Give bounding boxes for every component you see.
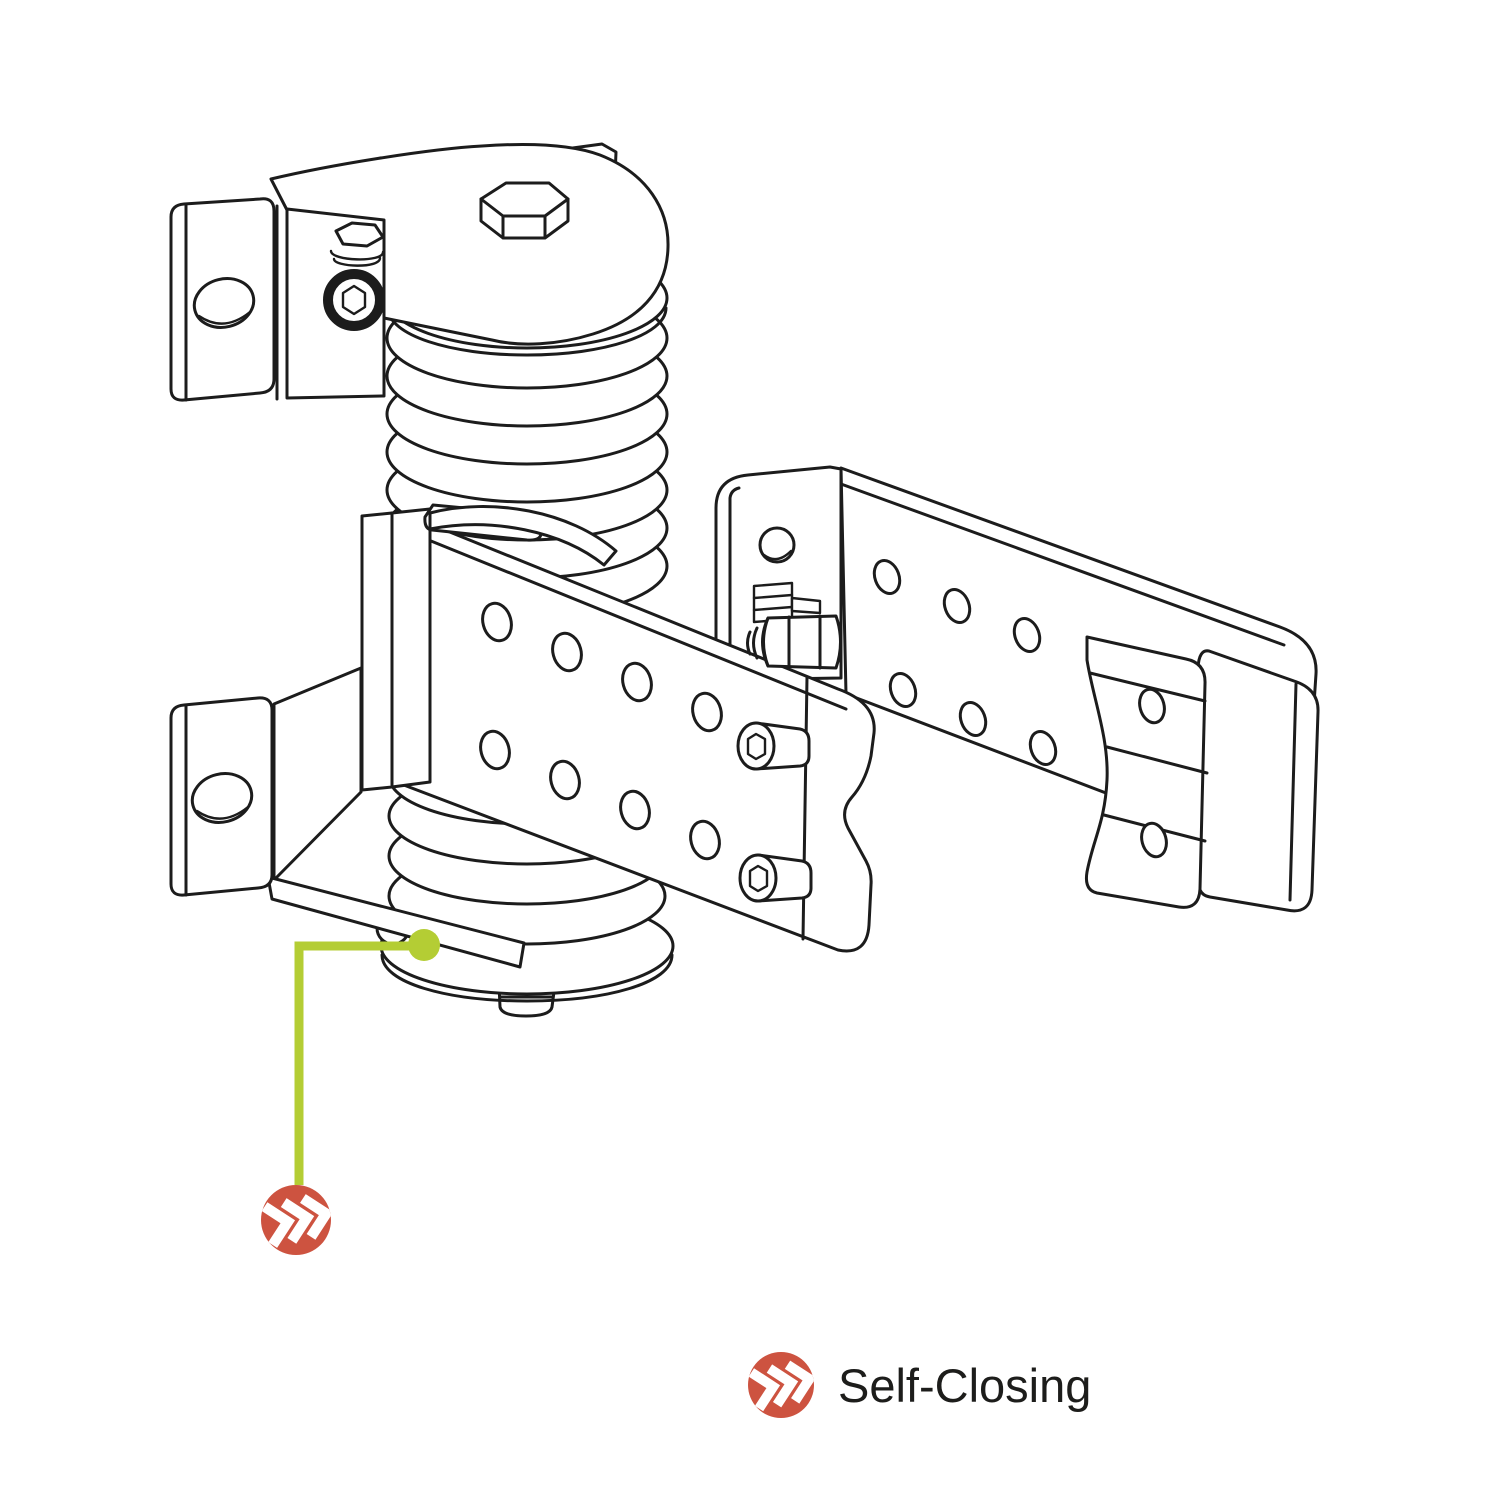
arm-bracket-tab xyxy=(714,465,843,682)
spring-hook xyxy=(428,505,618,567)
clamp-hole xyxy=(1138,687,1166,725)
small-hex-bolt xyxy=(334,221,385,248)
pivot-sleeve xyxy=(360,503,618,792)
end-clamp xyxy=(1085,635,1320,913)
socket-head-screw xyxy=(738,853,813,903)
bracket-side-face xyxy=(272,666,363,882)
mounting-hole xyxy=(192,277,256,329)
plate-hole xyxy=(619,789,651,831)
callout-line xyxy=(294,941,424,1185)
upper-spring-assembly xyxy=(269,142,670,618)
arm-hole xyxy=(958,701,988,737)
bottom-wall-bracket xyxy=(169,666,526,969)
callout-dot xyxy=(408,929,440,961)
hinge-plate xyxy=(386,522,876,953)
mounting-hole xyxy=(190,772,254,824)
bottom-leaf-plate xyxy=(266,875,526,969)
self-closing-badge-icon xyxy=(261,1185,331,1255)
plate-hole xyxy=(621,661,653,703)
tab-hole xyxy=(758,526,796,564)
clamp-hole xyxy=(1140,821,1168,859)
arm-hole xyxy=(872,559,902,595)
plate-hole xyxy=(691,691,723,733)
arm-hole xyxy=(1028,730,1058,766)
plate-hole xyxy=(481,601,513,643)
plate-hole xyxy=(479,729,511,771)
plate-hole xyxy=(689,819,721,861)
top-wall-bracket xyxy=(169,197,276,402)
legend: Self-Closing xyxy=(748,1352,1091,1418)
flange-nut xyxy=(746,614,842,670)
plate-hole xyxy=(551,631,583,673)
callout xyxy=(294,929,440,1185)
self-closing-badge-icon xyxy=(748,1352,814,1418)
plate-hole xyxy=(549,759,581,801)
socket-set-screw xyxy=(323,269,385,331)
socket-head-screw xyxy=(736,721,811,771)
arm-hole xyxy=(942,588,972,624)
legend-label: Self-Closing xyxy=(838,1359,1091,1412)
arm-hole xyxy=(1012,617,1042,653)
arm-hole xyxy=(888,672,918,708)
